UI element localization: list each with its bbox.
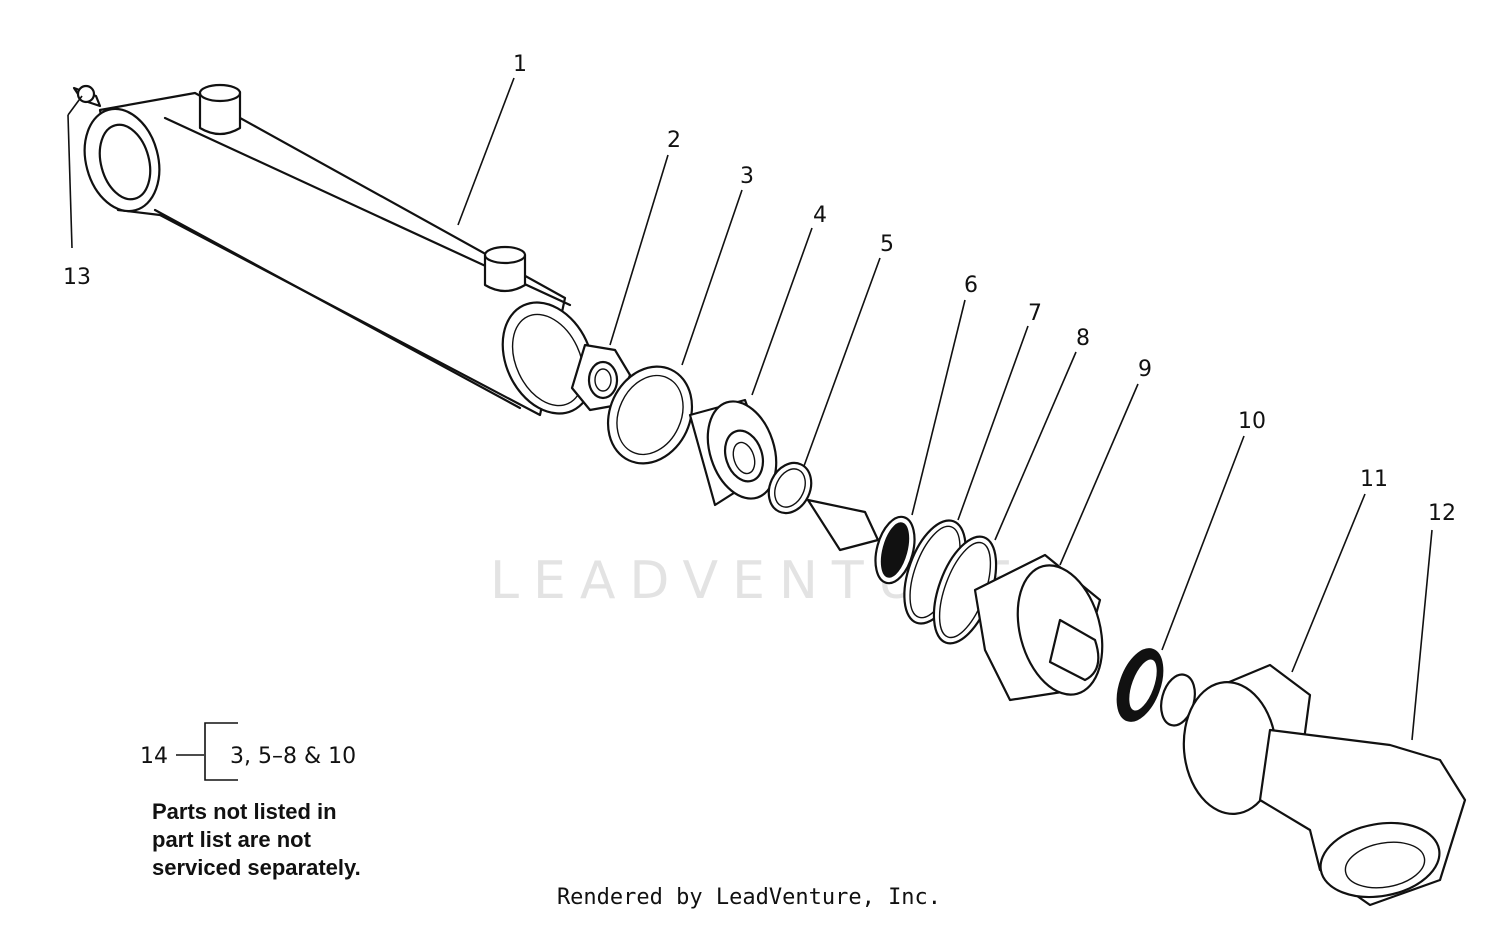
part-10-wiper-seal <box>1116 648 1164 722</box>
leader-11 <box>1291 493 1366 673</box>
service-note: Parts not listed in part list are not se… <box>152 798 452 882</box>
leader-8 <box>994 351 1077 541</box>
part-1-cylinder-barrel <box>83 83 595 417</box>
service-note-line-3: serviced separately. <box>152 855 361 880</box>
service-note-line-1: Parts not listed in <box>152 799 337 824</box>
leader-lines <box>67 77 1433 741</box>
leader-3 <box>681 189 743 366</box>
render-credit: Rendered by LeadVenture, Inc. <box>0 885 1500 910</box>
service-note-line-2: part list are not <box>152 827 311 852</box>
leader-4 <box>751 227 813 396</box>
kit-bracket <box>176 722 238 781</box>
callout-10: 10 <box>1238 409 1266 434</box>
leader-7 <box>957 325 1029 521</box>
callout-6: 6 <box>964 273 978 298</box>
kit-includes: 3, 5–8 & 10 <box>230 744 357 769</box>
leader-13b <box>67 95 83 116</box>
kit-number: 14 <box>140 744 168 769</box>
leader-9 <box>1059 383 1139 566</box>
leader-10 <box>1161 435 1245 651</box>
callout-2: 2 <box>667 128 681 153</box>
leader-1 <box>457 77 515 226</box>
callout-5: 5 <box>880 232 894 257</box>
render-credit-text: Rendered by LeadVenture, Inc. <box>556 885 942 910</box>
part-5-o-ring <box>767 461 813 515</box>
kit-legend: 14 3, 5–8 & 10 <box>140 722 440 792</box>
callout-4: 4 <box>813 203 827 228</box>
part-3-backup-ring <box>606 365 694 465</box>
callout-1: 1 <box>513 52 527 77</box>
callout-7: 7 <box>1028 301 1042 326</box>
part-6-seal <box>874 515 916 585</box>
callout-13: 13 <box>63 265 91 290</box>
leader-6 <box>911 299 966 516</box>
callout-3: 3 <box>740 164 754 189</box>
callout-9: 9 <box>1138 357 1152 382</box>
part-9-piston <box>806 498 1104 702</box>
leader-12 <box>1411 529 1433 741</box>
leader-13 <box>67 114 73 249</box>
callout-11: 11 <box>1360 467 1388 492</box>
part-4-gland <box>688 398 778 507</box>
leader-5 <box>803 257 881 467</box>
callout-8: 8 <box>1076 326 1090 351</box>
callout-12: 12 <box>1428 501 1456 526</box>
part-12-rod-end <box>1258 728 1467 907</box>
leader-2 <box>609 154 669 346</box>
part-13-grease-fitting <box>72 84 102 108</box>
